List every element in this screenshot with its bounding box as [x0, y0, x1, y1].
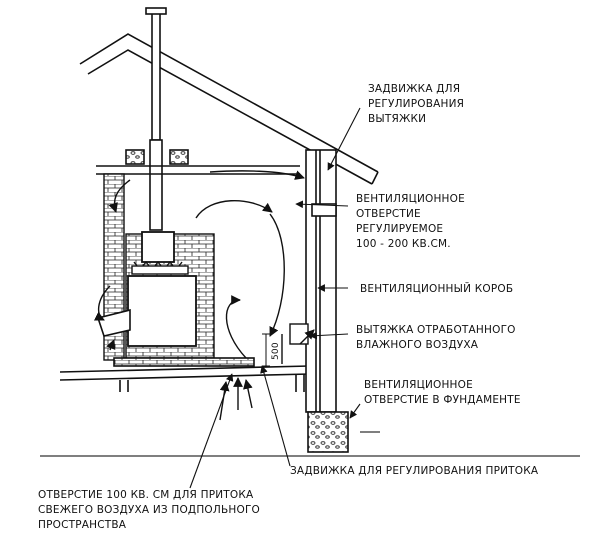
label-floor-opening: ОТВЕРСТИЕ 100 КВ. СМ ДЛЯ ПРИТОКА СВЕЖЕГО… — [38, 489, 260, 531]
floor — [59, 357, 311, 392]
svg-text:ВЕНТИЛЯЦИОННЫЙ КОРОБ: ВЕНТИЛЯЦИОННЫЙ КОРОБ — [360, 282, 513, 295]
svg-text:ВЛАЖНОГО ВОЗДУХА: ВЛАЖНОГО ВОЗДУХА — [356, 339, 479, 351]
dimension-label: 500 — [271, 342, 281, 360]
label-exhaust-humid-air: ВЫТЯЖКА ОТРАБОТАННОГО ВЛАЖНОГО ВОЗДУХА — [356, 324, 516, 351]
svg-text:100 - 200 КВ.СМ.: 100 - 200 КВ.СМ. — [356, 238, 451, 250]
label-exhaust-damper: ЗАДВИЖКА ДЛЯ РЕГУЛИРОВАНИЯ ВЫТЯЖКИ — [368, 83, 464, 125]
dimension-500: 500 — [262, 333, 281, 367]
ceiling — [96, 149, 300, 175]
label-foundation-vent: ВЕНТИЛЯЦИОННОЕ ОТВЕРСТИЕ В ФУНДАМЕНТЕ — [364, 379, 521, 406]
stove-enclosure — [96, 231, 215, 359]
label-vent-opening: ВЕНТИЛЯЦИОННОЕ ОТВЕРСТИЕ РЕГУЛИРУЕМОЕ 10… — [356, 193, 465, 250]
svg-text:РЕГУЛИРУЕМОЕ: РЕГУЛИРУЕМОЕ — [356, 223, 443, 235]
svg-text:РЕГУЛИРОВАНИЯ: РЕГУЛИРОВАНИЯ — [368, 98, 464, 110]
air-flow-arrows — [93, 170, 315, 421]
svg-text:ВЫТЯЖКА ОТРАБОТАННОГО: ВЫТЯЖКА ОТРАБОТАННОГО — [356, 324, 516, 336]
exhaust-intake — [281, 323, 309, 364]
label-vent-duct: ВЕНТИЛЯЦИОННЫЙ КОРОБ — [360, 282, 513, 295]
leader-lines — [189, 107, 361, 489]
svg-text:ЗАДВИЖКА ДЛЯ: ЗАДВИЖКА ДЛЯ — [368, 83, 460, 95]
chimney-pipe — [145, 7, 167, 231]
vent-duct — [305, 149, 349, 453]
svg-text:ВЫТЯЖКИ: ВЫТЯЖКИ — [368, 113, 426, 125]
svg-text:ВЕНТИЛЯЦИОННОЕ: ВЕНТИЛЯЦИОННОЕ — [364, 379, 473, 391]
svg-text:ОТВЕРСТИЕ 100 КВ. СМ ДЛЯ ПРИТО: ОТВЕРСТИЕ 100 КВ. СМ ДЛЯ ПРИТОКА — [38, 489, 254, 501]
ground — [40, 431, 580, 457]
svg-text:ОТВЕРСТИЕ В ФУНДАМЕНТЕ: ОТВЕРСТИЕ В ФУНДАМЕНТЕ — [364, 394, 521, 406]
label-supply-damper: ЗАДВИЖКА ДЛЯ РЕГУЛИРОВАНИЯ ПРИТОКА — [290, 465, 539, 477]
roof — [79, 33, 379, 185]
svg-text:ВЕНТИЛЯЦИОННОЕ: ВЕНТИЛЯЦИОННОЕ — [356, 193, 465, 205]
svg-text:ЗАДВИЖКА ДЛЯ РЕГУЛИРОВАНИЯ ПРИ: ЗАДВИЖКА ДЛЯ РЕГУЛИРОВАНИЯ ПРИТОКА — [290, 465, 539, 477]
svg-text:ПРОСТРАНСТВА: ПРОСТРАНСТВА — [38, 519, 127, 531]
svg-text:ОТВЕРСТИЕ: ОТВЕРСТИЕ — [356, 208, 421, 220]
svg-text:СВЕЖЕГО ВОЗДУХА ИЗ ПОДПОЛЬНОГО: СВЕЖЕГО ВОЗДУХА ИЗ ПОДПОЛЬНОГО — [38, 504, 260, 516]
